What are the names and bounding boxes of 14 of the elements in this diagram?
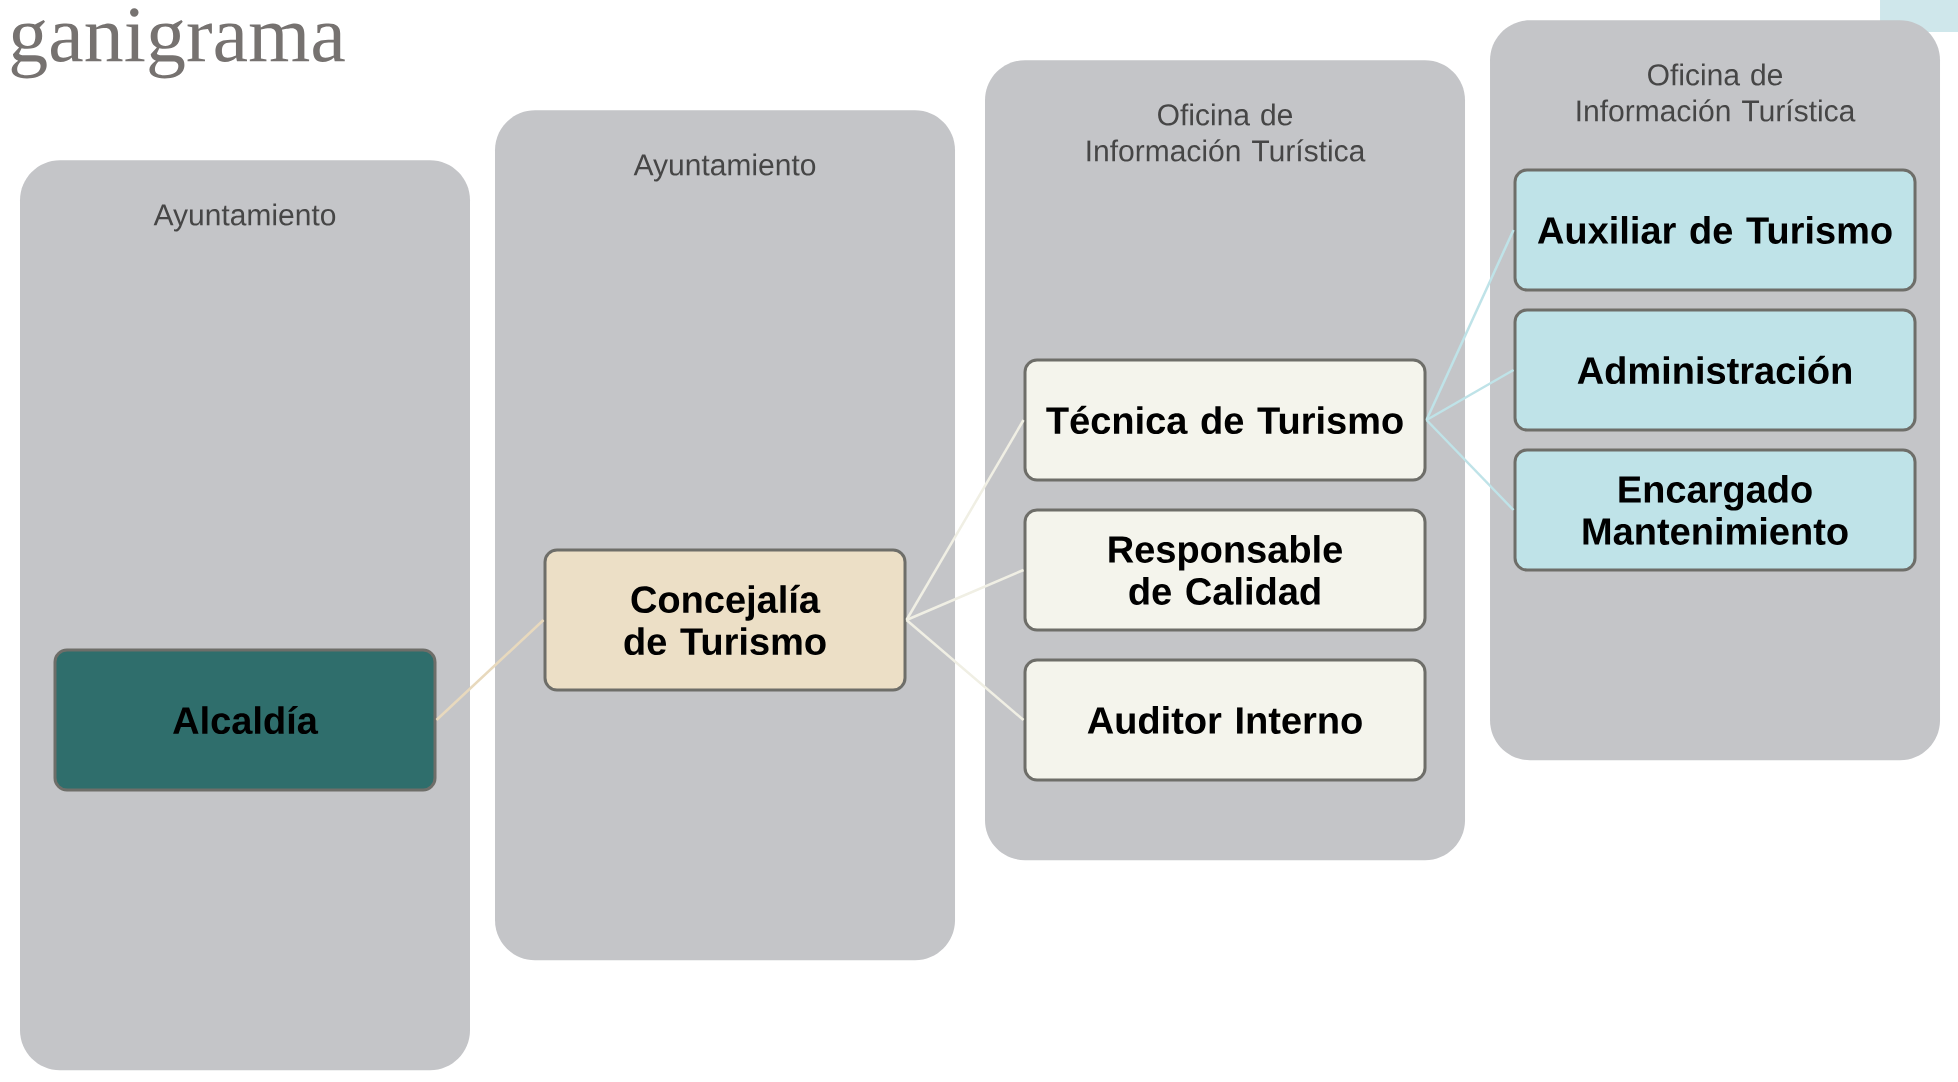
title: ganigrama [11, 8, 345, 79]
org-box: Concejalía de Turismo [543, 548, 907, 692]
connector-line [905, 619, 1025, 721]
org-box: Encargado Mantenimiento [1513, 448, 1917, 572]
connector-line [1425, 368, 1515, 422]
org-box: Auxiliar de Turismo [1513, 168, 1917, 292]
org-box: Administración [1513, 308, 1917, 432]
org-box: Alcaldía [53, 648, 437, 792]
connector-line [905, 419, 1025, 621]
connector-line [906, 568, 1024, 622]
org-box: Responsable de Calidad [1023, 508, 1427, 632]
org-box: Auditor Interno [1023, 658, 1427, 782]
org-box: Técnica de Turismo [1023, 358, 1427, 482]
connector-line [435, 619, 545, 721]
